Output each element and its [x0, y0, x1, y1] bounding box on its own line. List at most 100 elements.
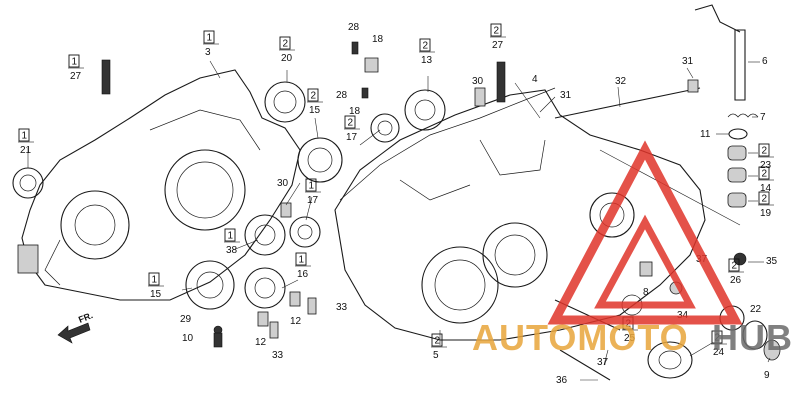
bushing-14	[727, 167, 747, 183]
callout-l33b: 33	[272, 350, 284, 361]
callout-l19: 219	[758, 191, 774, 219]
callout-l31a: 31	[560, 90, 572, 101]
callout-number: 28	[336, 90, 348, 101]
callout-l29: 29	[180, 314, 192, 325]
callout-number: 11	[700, 129, 711, 140]
callout-qty: 1	[152, 275, 158, 286]
callout-number: 30	[472, 76, 484, 87]
callout-l17a: 217	[344, 115, 360, 143]
callout-qty: 1	[207, 33, 213, 44]
callout-l21: 121	[18, 128, 34, 156]
callout-number: 14	[760, 183, 772, 194]
callout-qty: 2	[311, 91, 317, 102]
callout-l28a: 28	[348, 22, 360, 33]
callout-l36: 36	[556, 375, 568, 386]
callout-number: 10	[182, 333, 194, 344]
callout-qty-box	[758, 166, 770, 180]
watermark-logo: AUTOMOTO HUB	[472, 140, 792, 358]
callout-l20: 220	[279, 36, 295, 64]
callout-number: 36	[556, 375, 568, 386]
callout-number: 5	[433, 350, 439, 361]
callout-qty: 2	[762, 169, 768, 180]
callout-number: 15	[150, 289, 162, 300]
callout-qty-box	[431, 333, 443, 347]
callout-qty-box	[758, 143, 770, 157]
callout-qty: 2	[715, 333, 721, 344]
dowel-30-top	[474, 87, 486, 107]
leader-lines	[27, 60, 771, 381]
washer-11	[728, 128, 748, 140]
callout-number: 8	[643, 287, 649, 298]
callout-number: 17	[346, 132, 358, 143]
callout-l30a: 30	[472, 76, 484, 87]
callout-qty: 2	[494, 26, 500, 37]
callout-qty: 2	[435, 336, 441, 347]
callout-qty: 1	[22, 131, 28, 142]
callout-qty-box	[307, 88, 319, 102]
clip-18	[364, 57, 379, 73]
callout-qty-box	[728, 258, 740, 272]
stud-27-right	[496, 61, 506, 103]
watermark-triangle-inner	[594, 214, 696, 309]
callout-qty: 1	[299, 255, 305, 266]
callout-number: 37	[597, 357, 609, 368]
callout-qty-box	[68, 54, 80, 68]
callout-l6: 6	[762, 56, 768, 67]
callout-qty-box	[203, 30, 215, 44]
callout-l12a: 12	[255, 337, 267, 348]
callout-l5: 25	[431, 333, 447, 361]
bearing-15-lower	[185, 260, 235, 310]
callout-l17b: 117	[305, 178, 321, 206]
callout-number: 6	[762, 56, 768, 67]
callout-number: 32	[615, 76, 627, 87]
bolt-12-lower	[257, 311, 269, 327]
callout-number: 9	[764, 370, 770, 381]
callout-qty-box	[279, 36, 291, 50]
callout-qty-box	[490, 23, 502, 37]
callout-qty: 1	[228, 231, 234, 242]
callout-number: 7	[760, 112, 766, 123]
callout-qty-box	[419, 38, 431, 52]
callout-qty: 1	[72, 57, 78, 68]
callout-l14: 214	[758, 166, 774, 194]
callout-qty: 2	[762, 194, 768, 205]
oil-seal-24	[647, 341, 693, 379]
bearing-15-upper	[297, 137, 343, 183]
callout-qty-box	[711, 330, 723, 344]
callout-number: 30	[277, 178, 289, 189]
callout-number: 22	[750, 304, 762, 315]
spring-7	[727, 113, 759, 118]
callout-l24: 224	[711, 330, 727, 358]
bolt-12-upper	[289, 291, 301, 307]
callout-l32: 32	[615, 76, 627, 87]
callout-qty-box	[295, 252, 307, 266]
callout-l11: 11	[700, 129, 711, 140]
bushing-19	[727, 192, 747, 208]
callout-l18a: 18	[372, 34, 384, 45]
callout-l15b: 115	[148, 272, 164, 300]
callout-number: 33	[272, 350, 284, 361]
callout-number: 26	[730, 275, 742, 286]
callout-number: 31	[682, 56, 694, 67]
callout-number: 35	[766, 256, 778, 267]
callout-l4: 4	[532, 74, 538, 85]
callout-l13: 213	[419, 38, 435, 66]
callout-number: 33	[336, 302, 348, 313]
callout-l27b: 227	[490, 23, 506, 51]
bolt-33-lower	[269, 321, 279, 339]
gasket-outline	[339, 87, 556, 201]
bearing-38	[244, 214, 286, 256]
seal-22	[742, 320, 768, 350]
callout-number: 24	[713, 347, 725, 358]
front-arrow	[57, 322, 91, 344]
bearing-16	[244, 267, 286, 309]
callout-l35: 35	[766, 256, 778, 267]
callout-l8: 8	[643, 287, 649, 298]
callout-number: 18	[349, 106, 361, 117]
callout-qty-box	[305, 178, 317, 192]
callout-l10: 10	[182, 333, 194, 344]
callout-number: 12	[255, 337, 267, 348]
callout-l3: 13	[203, 30, 219, 58]
callout-number: 12	[290, 316, 302, 327]
